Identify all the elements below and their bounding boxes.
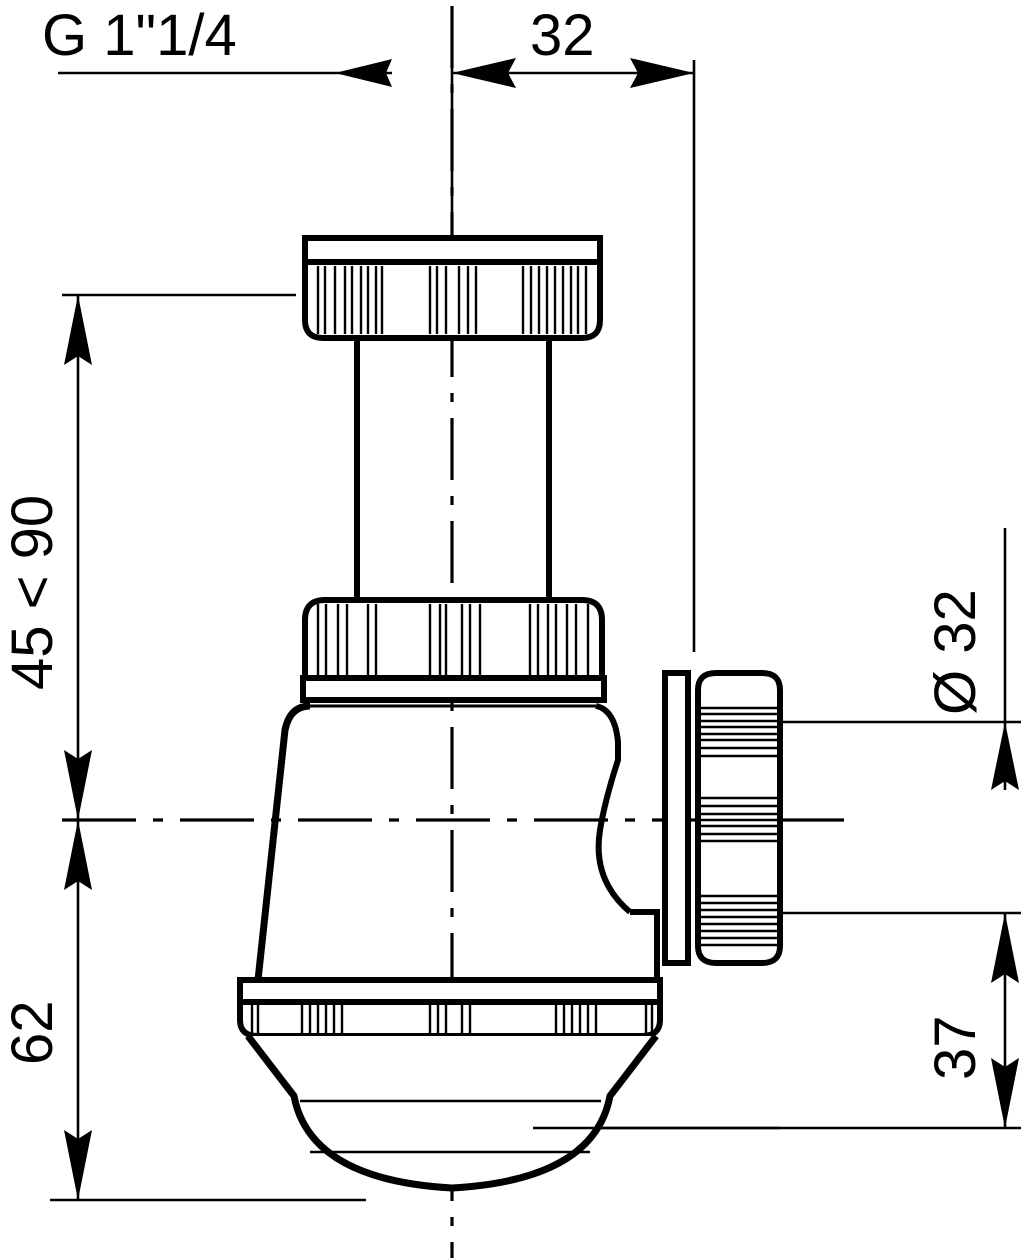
trap-body: [254, 702, 660, 983]
dimension-offset-32: [452, 58, 694, 88]
dimension-label-depth-62: 62: [0, 1000, 65, 1065]
top-compression-nut: [302, 235, 603, 341]
middle-compression-nut: [300, 597, 607, 703]
dimension-label-outlet-height-37: 37: [923, 1015, 988, 1080]
dimension-label-thread: G 1"1/4: [42, 3, 237, 68]
extension-lines: [50, 60, 1021, 1202]
bottom-cleanout-cup: [237, 977, 663, 1192]
dimension-label-offset-32: 32: [530, 3, 595, 68]
outlet-compression-nut: [662, 670, 783, 966]
dimension-outlet-height-37: [991, 913, 1019, 1128]
dimension-thread-leader: [335, 59, 392, 87]
inlet-tube: [354, 338, 552, 604]
dimension-label-outlet-diameter: Ø 32: [923, 589, 988, 715]
dimension-depth-62: [64, 820, 92, 1200]
dimension-height-45-90: [64, 295, 92, 820]
dimension-outlet-diameter-32: [991, 528, 1019, 790]
dimension-label-height-45-90: 45 < 90: [0, 495, 65, 690]
